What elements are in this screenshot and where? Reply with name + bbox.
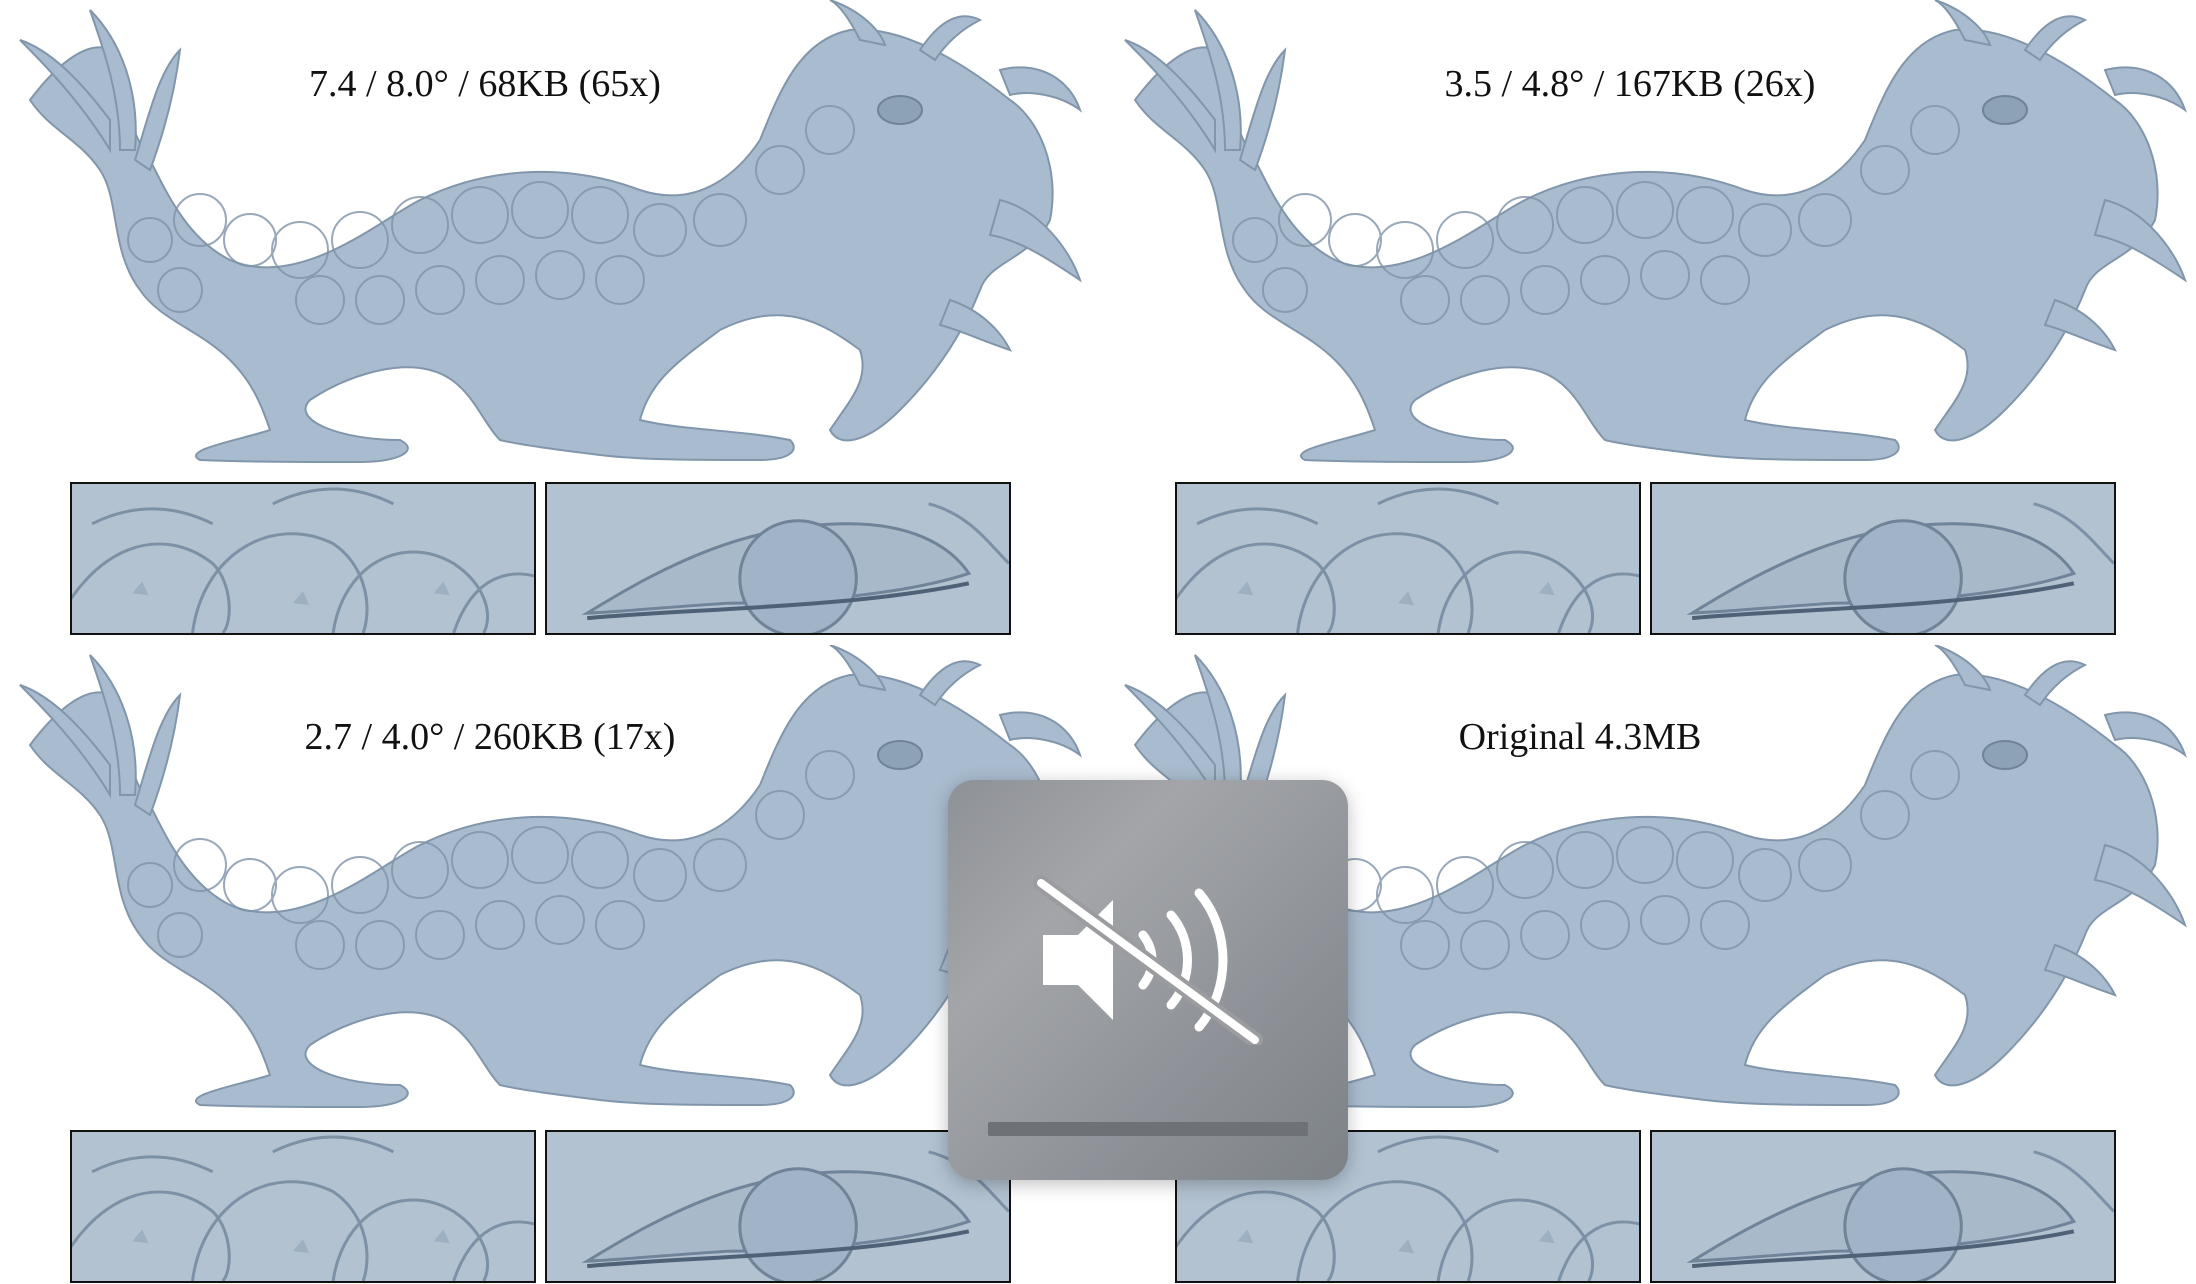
volume-level-bar [988,1122,1308,1136]
inset-eye [545,1130,1011,1283]
inset-scales [70,1130,536,1283]
panel-top-left: 7.4 / 8.0° / 68KB (65x) [0,0,1090,640]
panel-caption: 3.5 / 4.8° / 167KB (26x) [1444,63,1816,105]
inset-eye [1650,482,2116,635]
inset-eye [545,482,1011,635]
inset-scales [70,482,536,635]
panel-caption: 2.7 / 4.0° / 260KB (17x) [304,716,676,758]
inset-eye [1650,1130,2116,1283]
panel-bottom-left: 2.7 / 4.0° / 260KB (17x) [0,645,1090,1284]
panel-caption: Original 4.3MB [1458,716,1702,758]
volume-muted-overlay [948,780,1348,1180]
panel-top-right: 3.5 / 4.8° / 167KB (26x) [1105,0,2195,640]
inset-scales [1175,482,1641,635]
speaker-muted-icon [1033,875,1263,1045]
panel-caption: 7.4 / 8.0° / 68KB (65x) [309,63,661,105]
